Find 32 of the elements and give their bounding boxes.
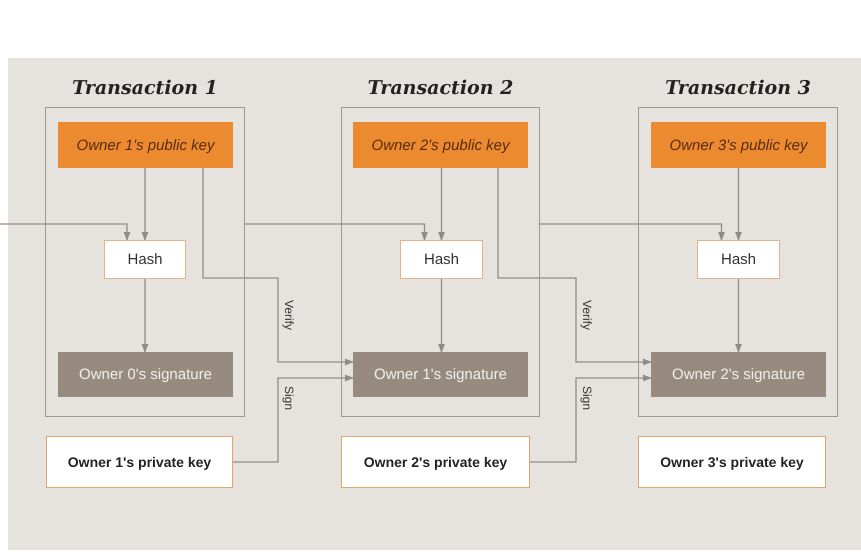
hash-box: Hash xyxy=(400,240,483,279)
transaction-heading: Transaction 1 xyxy=(71,76,219,101)
edge-label: Sign xyxy=(282,386,296,410)
arrow xyxy=(530,374,652,463)
arrow xyxy=(0,223,130,242)
transaction-heading: Transaction 3 xyxy=(664,76,812,101)
hash-box: Hash xyxy=(104,240,186,279)
public-key-box: Owner 3's public key xyxy=(651,122,826,168)
arrow xyxy=(735,168,742,242)
arrow xyxy=(142,168,148,242)
edge-label: Sign xyxy=(580,386,594,410)
arrow xyxy=(233,374,354,463)
signature-box: Owner 0's signature xyxy=(58,352,233,397)
private-key-box: Owner 3's private key xyxy=(638,436,826,488)
hash-box: Hash xyxy=(697,240,780,279)
signature-box: Owner 2's signature xyxy=(651,352,826,397)
transaction-heading: Transaction 2 xyxy=(366,76,514,101)
public-key-box: Owner 2's public key xyxy=(353,122,528,168)
arrow xyxy=(438,279,445,354)
arrow xyxy=(438,168,445,242)
private-key-box: Owner 2's private key xyxy=(341,436,530,488)
arrow xyxy=(540,223,725,242)
arrow xyxy=(735,279,742,354)
private-key-box: Owner 1's private key xyxy=(46,436,233,488)
arrow xyxy=(497,168,652,366)
arrow xyxy=(245,223,428,242)
arrow xyxy=(142,279,148,354)
arrow xyxy=(202,168,354,366)
edge-label: Verify xyxy=(282,300,296,330)
signature-box: Owner 1's signature xyxy=(353,352,528,397)
edge-label: Verify xyxy=(580,300,594,330)
public-key-box: Owner 1's public key xyxy=(58,122,233,168)
